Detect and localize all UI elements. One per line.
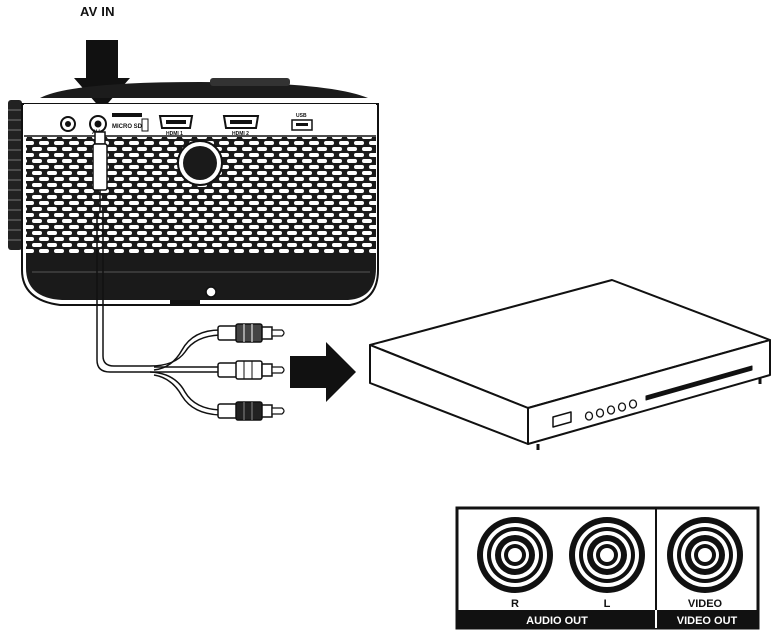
port-3-5mm [60,116,76,132]
audio-out-label: AUDIO OUT [526,615,588,627]
projector: AV MICRO SD HDMI 1 HDMI 2 USB [8,78,379,306]
output-jack-panel: R L VIDEO AUDIO OUT VIDEO OUT [455,506,760,630]
jack-label-video: VIDEO [688,598,723,610]
projector-focus-ring [8,100,22,250]
rca-plug-white [217,360,285,380]
port-label-usb: USB [296,113,307,119]
port-label-micro-sd: MICRO SD [112,124,143,130]
jack-label-l: L [604,598,611,610]
jack-label-r: R [511,598,519,610]
dvd-player [369,279,771,450]
port-label-hdmi2: HDMI 2 [232,131,249,137]
av-in-arrow [74,40,130,110]
port-micro-sd [112,113,149,132]
av-cable [92,131,221,416]
jack-video [667,517,743,593]
port-usb [291,119,313,131]
port-hdmi2 [222,115,260,129]
jack-r [477,517,553,593]
port-label-hdmi1: HDMI 1 [166,131,183,137]
rca-plug-red [217,323,285,343]
video-out-label: VIDEO OUT [677,615,738,627]
jack-l [569,517,645,593]
port-hdmi1 [158,115,194,129]
rca-plug-yellow [217,401,285,421]
connection-arrow [290,342,356,402]
av-in-label: AV IN [80,4,115,19]
